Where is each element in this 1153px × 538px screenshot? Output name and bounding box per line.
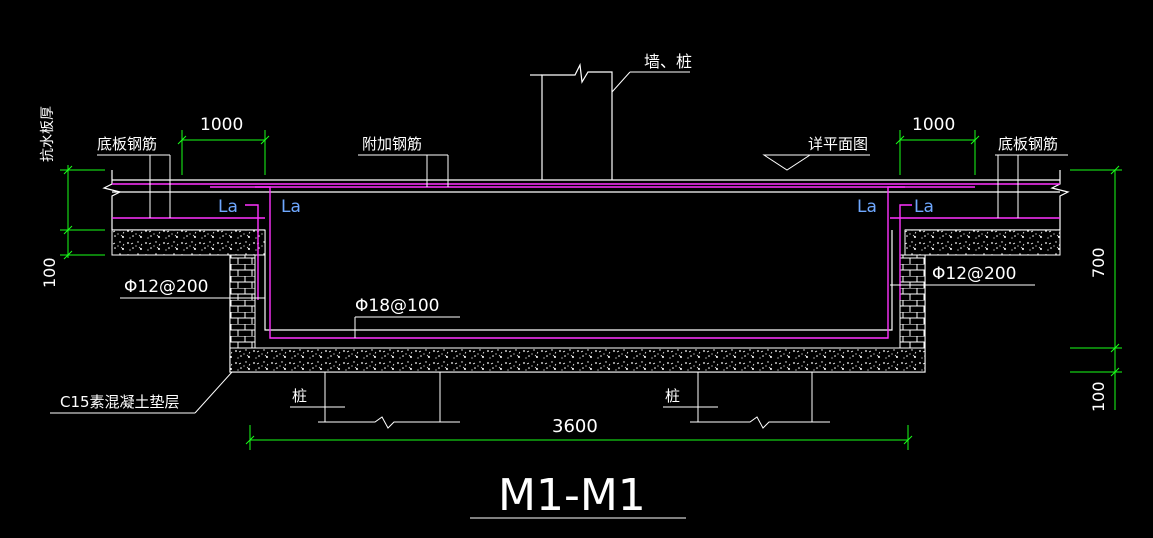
slab-thickness-label: 抗水板厚 bbox=[40, 106, 56, 162]
la-label-3: La bbox=[857, 197, 877, 217]
rebar-right-label: Φ12@200 bbox=[932, 264, 1016, 284]
rebar-left-label: Φ12@200 bbox=[124, 277, 208, 297]
right-break-mark bbox=[1050, 170, 1070, 230]
cushion-left bbox=[111, 229, 266, 256]
la-label-4: La bbox=[914, 197, 934, 217]
slab-rebar-left-label: 底板钢筋 bbox=[97, 135, 157, 153]
pit-rebar-outer-r bbox=[899, 204, 912, 300]
dim-left-top: 1000 bbox=[200, 115, 243, 135]
cushion-bottom bbox=[229, 347, 926, 373]
text-labels: 墙、桩 底板钢筋 底板钢筋 附加钢筋 详平面图 抗水板厚 La La La La… bbox=[40, 52, 1108, 521]
la-label-1: La bbox=[218, 197, 238, 217]
dim-right-side-lower: 100 bbox=[1089, 381, 1108, 412]
dim-right-top: 1000 bbox=[912, 115, 955, 135]
pile-left-label: 桩 bbox=[292, 387, 307, 405]
left-break-mark bbox=[102, 170, 122, 230]
column-outline bbox=[541, 62, 613, 180]
dim-left-side: 100 bbox=[40, 257, 59, 288]
pit-rebar-inner bbox=[255, 186, 905, 339]
wall-pile-label: 墙、桩 bbox=[644, 52, 692, 71]
dimension-lines bbox=[60, 130, 1122, 450]
cushion-right bbox=[904, 229, 1061, 256]
cushion-label: C15素混凝土垫层 bbox=[60, 393, 180, 411]
drawing-title: M1-M1 bbox=[498, 470, 646, 521]
leaders bbox=[50, 71, 1068, 519]
slab-rebar-right-label: 底板钢筋 bbox=[998, 135, 1058, 153]
pit-outline bbox=[264, 230, 893, 331]
rebar-bottom-label: Φ18@100 bbox=[355, 296, 439, 316]
pile-right-label: 桩 bbox=[665, 387, 680, 405]
brick-wall-right bbox=[899, 254, 926, 349]
rebar-lines bbox=[112, 183, 1060, 339]
see-plan-label: 详平面图 bbox=[808, 135, 868, 153]
la-label-2: La bbox=[281, 197, 301, 217]
dim-right-side-upper: 700 bbox=[1089, 247, 1108, 278]
brick-wall-left bbox=[229, 254, 256, 349]
dim-bottom: 3600 bbox=[552, 416, 598, 437]
additional-rebar-label: 附加钢筋 bbox=[362, 135, 422, 153]
pit-rebar-outer bbox=[245, 204, 259, 300]
